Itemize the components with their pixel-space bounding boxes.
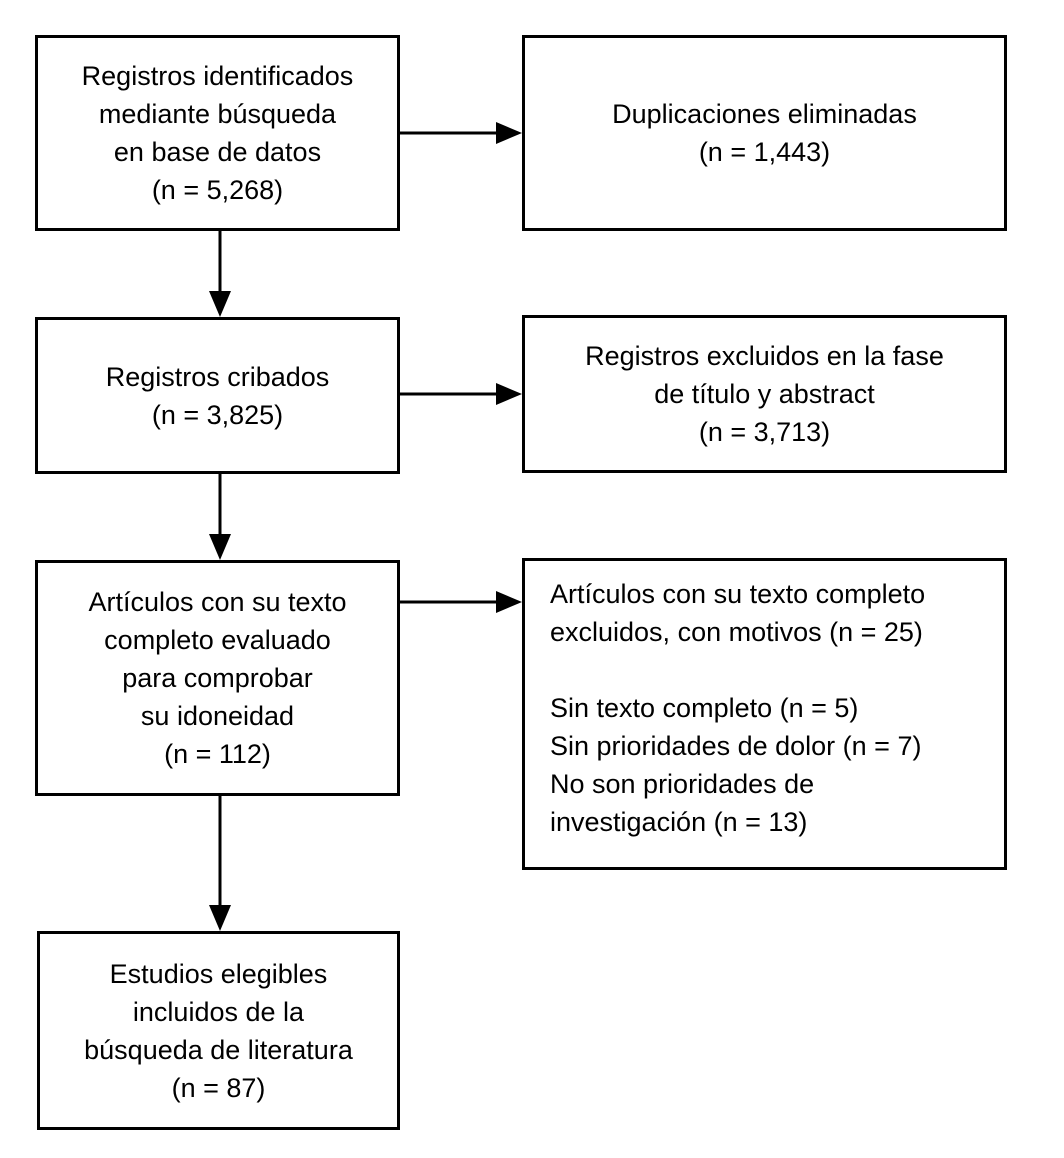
arrow-right-fulltext-to-excluded bbox=[400, 591, 522, 613]
arrow-down-identified-to-screened bbox=[209, 231, 231, 317]
box-duplicaciones-eliminadas: Duplicaciones eliminadas (n = 1,443) bbox=[522, 35, 1007, 231]
arrow-right-screened-to-excluded bbox=[400, 383, 522, 405]
arrow-down-screened-to-fulltext bbox=[209, 474, 231, 560]
box-estudios-elegibles-incluidos: Estudios elegibles incluidos de la búsqu… bbox=[37, 931, 400, 1130]
box-articulos-texto-completo-excluidos: Artículos con su texto completo excluido… bbox=[522, 558, 1007, 870]
box-registros-excluidos-titulo-abstract: Registros excluidos en la fase de título… bbox=[522, 315, 1007, 473]
box-registros-identificados: Registros identificados mediante búsqued… bbox=[35, 35, 400, 231]
arrow-right-identified-to-duplicates bbox=[400, 122, 522, 144]
arrow-down-fulltext-to-included bbox=[209, 796, 231, 931]
box-articulos-texto-completo-evaluado: Artículos con su texto completo evaluado… bbox=[35, 560, 400, 796]
box-registros-cribados: Registros cribados (n = 3,825) bbox=[35, 317, 400, 474]
